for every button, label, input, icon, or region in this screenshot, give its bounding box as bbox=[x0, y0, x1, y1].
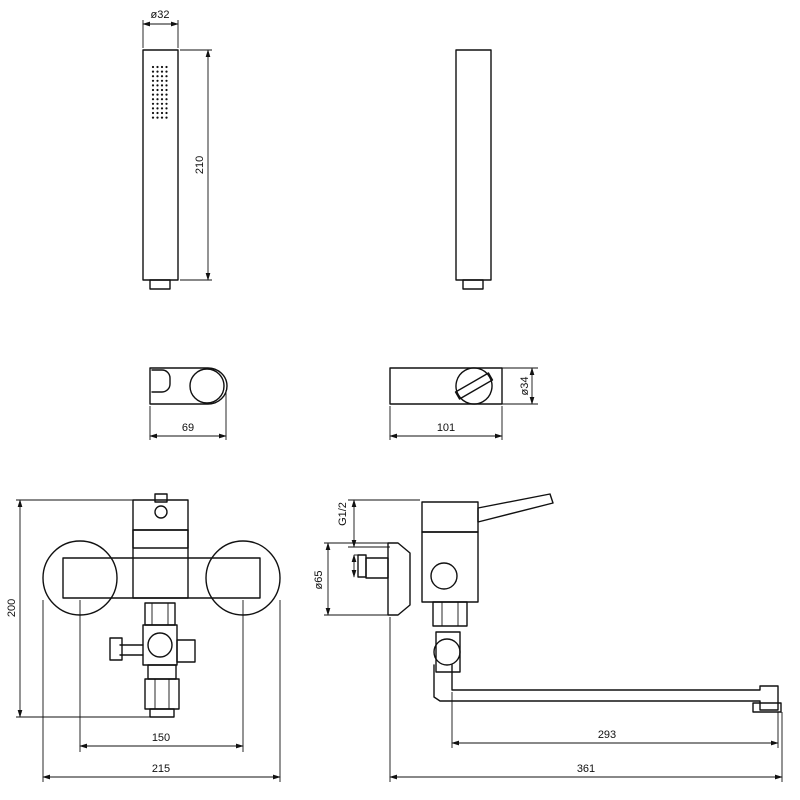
nozzle-dot bbox=[165, 79, 168, 82]
nozzle-dot bbox=[160, 70, 164, 73]
mixer-front-view bbox=[42, 493, 281, 718]
nozzle-dot bbox=[151, 111, 155, 115]
label-holder-width: 69 bbox=[182, 422, 194, 434]
dim-spout-reach: 293 bbox=[451, 692, 779, 748]
nozzle-dot bbox=[156, 93, 159, 96]
nozzle-dot bbox=[165, 75, 168, 78]
dim-holder-diameter: ø34 bbox=[502, 367, 538, 405]
nozzle-dot bbox=[165, 70, 168, 73]
dim-connection-thread: G1/2 bbox=[337, 499, 420, 548]
label-hand-shower-diameter: ø32 bbox=[151, 9, 170, 21]
holder-side-view bbox=[389, 367, 503, 405]
label-total-depth: 361 bbox=[577, 763, 595, 775]
nozzle-dot bbox=[151, 116, 155, 119]
nozzle-dot bbox=[160, 98, 164, 101]
nozzle-dot bbox=[160, 107, 164, 110]
nozzle-dot bbox=[156, 111, 159, 115]
nozzle-dot bbox=[165, 116, 168, 119]
label-mixer-total-width: 215 bbox=[152, 763, 170, 775]
nozzle-dot bbox=[165, 88, 168, 92]
dim-hand-shower-length: 210 bbox=[180, 49, 212, 281]
nozzle-dot bbox=[165, 107, 168, 110]
nozzle-dot bbox=[165, 84, 168, 87]
label-mixer-center-distance: 150 bbox=[152, 732, 170, 744]
nozzle-dot bbox=[165, 98, 168, 101]
dim-holder-width: 69 bbox=[149, 390, 227, 440]
nozzle-dot bbox=[151, 65, 155, 69]
nozzle-dot bbox=[165, 102, 168, 105]
nozzle-dot bbox=[151, 102, 155, 105]
nozzle-dot bbox=[151, 98, 155, 101]
label-spout-reach: 293 bbox=[598, 729, 616, 741]
nozzle-dot bbox=[160, 111, 164, 115]
hand-shower-front-view bbox=[142, 49, 179, 290]
nozzle-dot bbox=[160, 116, 164, 119]
nozzle-dot bbox=[160, 93, 164, 96]
nozzle-dot bbox=[156, 65, 159, 69]
nozzle-dot bbox=[156, 75, 159, 78]
nozzle-dot bbox=[156, 107, 159, 110]
nozzle-dot bbox=[151, 88, 155, 92]
nozzle-dot bbox=[160, 84, 164, 87]
nozzle-dot bbox=[151, 84, 155, 87]
nozzle-dot bbox=[151, 75, 155, 78]
dim-holder-depth: 101 bbox=[389, 406, 503, 440]
label-connection-thread: G1/2 bbox=[337, 502, 349, 526]
nozzle-dot bbox=[151, 93, 155, 96]
nozzle-dot bbox=[156, 84, 159, 87]
label-flange-diameter: ø65 bbox=[313, 571, 325, 590]
nozzle-dot bbox=[160, 65, 164, 69]
dim-mixer-height: 200 bbox=[6, 499, 150, 718]
mixer-side-view bbox=[357, 493, 782, 713]
hand-shower-side-view bbox=[455, 49, 492, 290]
holder-top-view bbox=[149, 367, 228, 405]
nozzle-dot bbox=[165, 65, 168, 69]
dim-mixer-center-distance: 150 bbox=[79, 600, 244, 752]
nozzle-dot bbox=[156, 70, 159, 73]
dim-flange-diameter: ø65 bbox=[313, 542, 388, 616]
nozzle-dot bbox=[160, 75, 164, 78]
nozzle-dot bbox=[165, 93, 168, 96]
nozzle-dot bbox=[160, 88, 164, 92]
dim-total-depth: 361 bbox=[389, 617, 783, 782]
label-holder-depth: 101 bbox=[437, 422, 455, 434]
nozzle-dot bbox=[156, 98, 159, 101]
nozzle-dot bbox=[160, 102, 164, 105]
nozzle-dot bbox=[151, 79, 155, 82]
label-mixer-height: 200 bbox=[6, 599, 18, 617]
nozzle-dot bbox=[156, 79, 159, 82]
nozzle-dot bbox=[151, 107, 155, 110]
nozzle-dot bbox=[165, 111, 168, 115]
dim-hand-shower-diameter: ø32 bbox=[142, 9, 179, 48]
dim-mixer-total-width: 215 bbox=[42, 600, 281, 782]
label-hand-shower-length: 210 bbox=[194, 156, 206, 174]
nozzle-dot bbox=[156, 102, 159, 105]
nozzle-dot bbox=[156, 116, 159, 119]
label-holder-diameter: ø34 bbox=[519, 377, 531, 396]
nozzle-pattern bbox=[151, 65, 168, 119]
nozzle-dot bbox=[151, 70, 155, 73]
nozzle-dot bbox=[160, 79, 164, 82]
nozzle-dot bbox=[156, 88, 159, 92]
